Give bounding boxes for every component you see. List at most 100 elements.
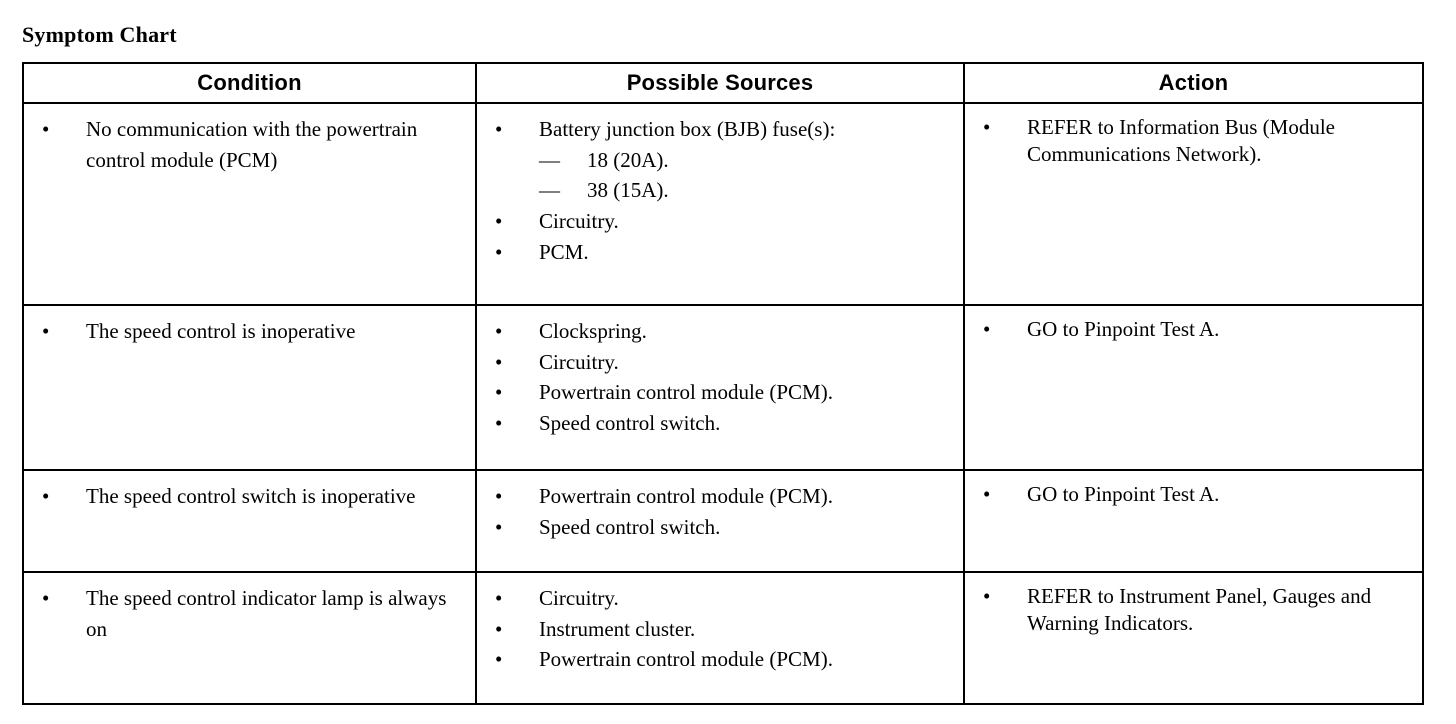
sources-sublist: — 18 (20A). — 38 (15A). [539, 145, 957, 206]
list-item: • Circuitry. [483, 583, 957, 614]
list-item-label: REFER to Instrument Panel, Gauges and Wa… [1027, 584, 1372, 635]
bullet-icon: • [42, 319, 50, 343]
sources-list: • Battery junction box (BJB) fuse(s): — … [483, 114, 957, 267]
bullet-icon: • [983, 317, 991, 341]
column-header-action: Action [963, 62, 1424, 104]
bullet-icon: • [495, 484, 503, 508]
table-body: • No communication with the powertrain c… [22, 102, 1424, 705]
list-item-label: Circuitry. [539, 349, 619, 374]
list-item: • REFER to Information Bus (Module Commu… [971, 114, 1416, 168]
table-row: • No communication with the powertrain c… [22, 102, 1424, 306]
list-item: • Powertrain control module (PCM). [483, 481, 957, 512]
list-item-label: Clockspring. [539, 319, 647, 343]
list-item-label: REFER to Information Bus (Module Communi… [1027, 115, 1335, 166]
em-dash-icon: — [539, 147, 560, 172]
action-list: • GO to Pinpoint Test A. [971, 481, 1416, 508]
list-item: • No communication with the powertrain c… [30, 114, 469, 175]
table-row: • The speed control indicator lamp is al… [22, 571, 1424, 705]
sub-list-item-label: 18 (20A). [587, 147, 669, 172]
list-item-label: PCM. [539, 239, 589, 264]
bullet-icon: • [495, 647, 503, 672]
table-row: • The speed control switch is inoperativ… [22, 469, 1424, 573]
cell-condition: • The speed control is inoperative [22, 304, 477, 471]
list-item-label: The speed control is inoperative [86, 319, 356, 343]
list-item: • PCM. [483, 237, 957, 268]
list-item: • Speed control switch. [483, 512, 957, 543]
list-item: • The speed control switch is inoperativ… [30, 481, 469, 512]
condition-list: • No communication with the powertrain c… [30, 114, 469, 175]
list-item: • Instrument cluster. [483, 614, 957, 645]
list-item-label: Speed control switch. [539, 514, 721, 539]
list-item-label: Speed control switch. [539, 410, 721, 435]
list-item-label: The speed control switch is inoperative [86, 484, 416, 508]
sub-list-item: — 38 (15A). [539, 175, 957, 206]
condition-list: • The speed control indicator lamp is al… [30, 583, 469, 644]
bullet-icon: • [495, 514, 503, 539]
condition-list: • The speed control is inoperative [30, 316, 469, 347]
list-item: • REFER to Instrument Panel, Gauges and … [971, 583, 1416, 637]
condition-list: • The speed control switch is inoperativ… [30, 481, 469, 512]
list-item: • Circuitry. [483, 206, 957, 237]
action-list: • GO to Pinpoint Test A. [971, 316, 1416, 343]
cell-condition: • The speed control switch is inoperativ… [22, 469, 477, 573]
bullet-icon: • [495, 380, 503, 405]
cell-possible-sources: • Circuitry. • Instrument cluster. • Pow… [475, 571, 965, 705]
bullet-icon: • [983, 115, 991, 139]
table-header: Condition Possible Sources Action [22, 62, 1424, 104]
list-item: • The speed control indicator lamp is al… [30, 583, 469, 644]
sources-list: • Powertrain control module (PCM). • Spe… [483, 481, 957, 542]
action-list: • REFER to Information Bus (Module Commu… [971, 114, 1416, 168]
list-item: • Battery junction box (BJB) fuse(s): — … [483, 114, 957, 206]
bullet-icon: • [495, 349, 503, 374]
list-item: • Clockspring. [483, 316, 957, 347]
list-item-label: Circuitry. [539, 586, 619, 610]
cell-action: • REFER to Instrument Panel, Gauges and … [963, 571, 1424, 705]
column-header-possible-sources: Possible Sources [475, 62, 965, 104]
bullet-icon: • [495, 616, 503, 641]
list-item: • Speed control switch. [483, 408, 957, 439]
bullet-icon: • [495, 208, 503, 233]
list-item: • Circuitry. [483, 347, 957, 378]
list-item: • Powertrain control module (PCM). [483, 377, 957, 408]
list-item-label: No communication with the powertrain con… [86, 117, 418, 172]
cell-action: • GO to Pinpoint Test A. [963, 469, 1424, 573]
table-row: • The speed control is inoperative • Clo… [22, 304, 1424, 471]
cell-action: • GO to Pinpoint Test A. [963, 304, 1424, 471]
bullet-icon: • [495, 117, 503, 141]
sub-list-item-label: 38 (15A). [587, 178, 669, 203]
bullet-icon: • [495, 410, 503, 435]
list-item-label: Circuitry. [539, 208, 619, 233]
sources-list: • Clockspring. • Circuitry. • Powertrain… [483, 316, 957, 439]
bullet-icon: • [42, 117, 50, 141]
bullet-icon: • [495, 586, 503, 610]
symptom-chart-table: Condition Possible Sources Action • No c… [22, 62, 1424, 705]
cell-condition: • The speed control indicator lamp is al… [22, 571, 477, 705]
list-item-label: The speed control indicator lamp is alwa… [86, 586, 447, 641]
bullet-icon: • [983, 482, 991, 506]
sub-list-item: — 18 (20A). [539, 145, 957, 176]
page-title: Symptom Chart [22, 22, 177, 47]
cell-action: • REFER to Information Bus (Module Commu… [963, 102, 1424, 306]
list-item: • GO to Pinpoint Test A. [971, 481, 1416, 508]
sources-list: • Circuitry. • Instrument cluster. • Pow… [483, 583, 957, 675]
em-dash-icon: — [539, 178, 560, 203]
list-item-label: Instrument cluster. [539, 616, 696, 641]
list-item: • GO to Pinpoint Test A. [971, 316, 1416, 343]
bullet-icon: • [42, 586, 50, 610]
action-list: • REFER to Instrument Panel, Gauges and … [971, 583, 1416, 637]
list-item-label: GO to Pinpoint Test A. [1027, 317, 1220, 341]
header-row: Condition Possible Sources Action [22, 62, 1424, 104]
list-item: • The speed control is inoperative [30, 316, 469, 347]
list-item-label: Battery junction box (BJB) fuse(s): [539, 117, 836, 141]
cell-possible-sources: • Powertrain control module (PCM). • Spe… [475, 469, 965, 573]
bullet-icon: • [42, 484, 50, 508]
cell-condition: • No communication with the powertrain c… [22, 102, 477, 306]
list-item-label: Powertrain control module (PCM). [539, 647, 833, 672]
list-item-label: Powertrain control module (PCM). [539, 484, 833, 508]
cell-possible-sources: • Battery junction box (BJB) fuse(s): — … [475, 102, 965, 306]
list-item-label: Powertrain control module (PCM). [539, 380, 833, 405]
bullet-icon: • [495, 319, 503, 343]
bullet-icon: • [495, 239, 503, 264]
list-item: • Powertrain control module (PCM). [483, 644, 957, 675]
